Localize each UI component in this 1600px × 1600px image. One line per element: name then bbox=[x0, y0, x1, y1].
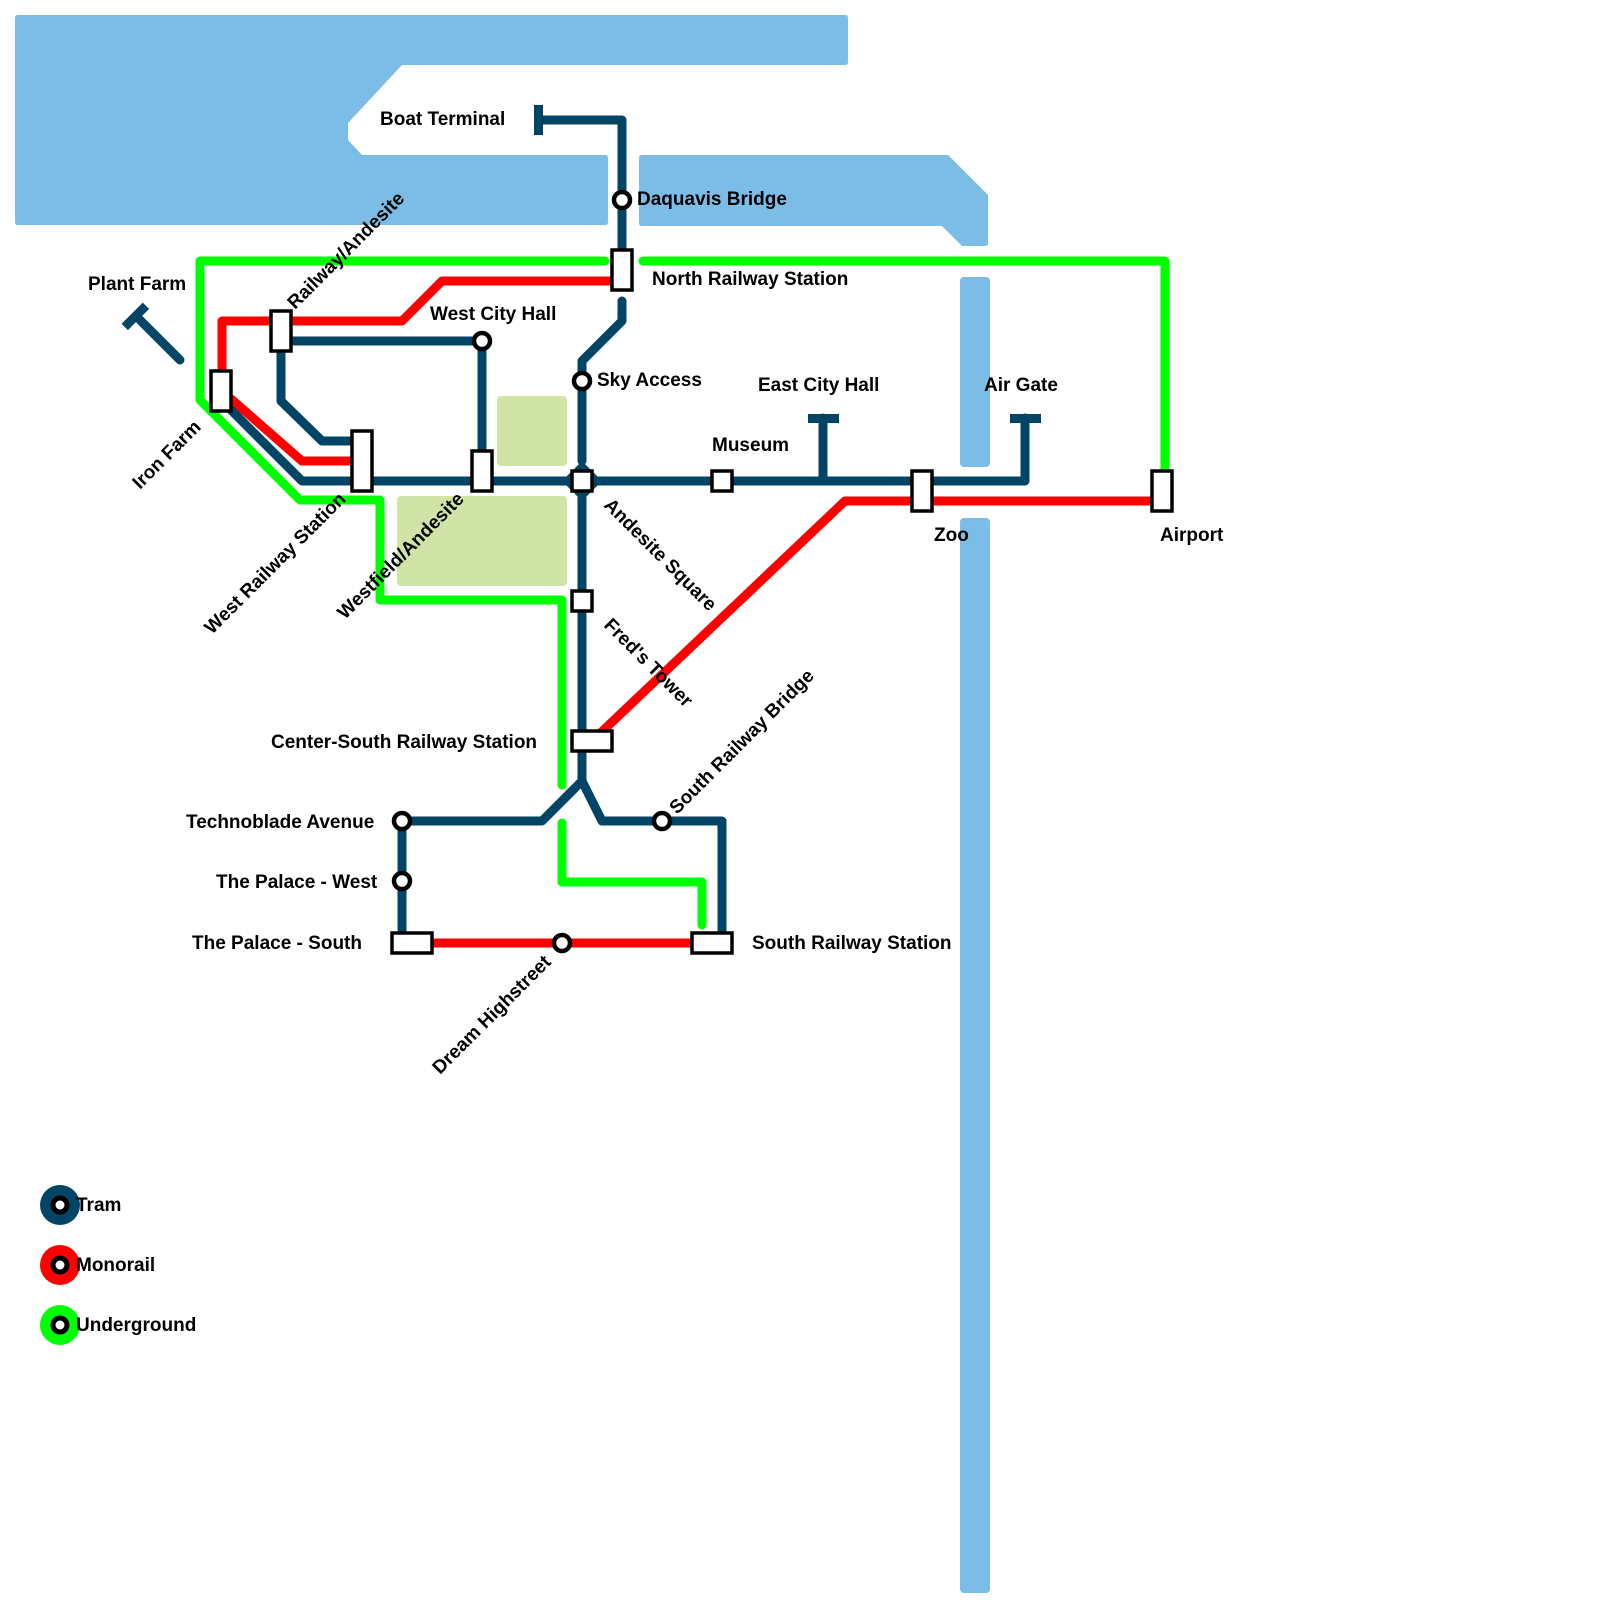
label-center-south-railway-station: Center-South Railway Station bbox=[271, 732, 537, 753]
tram-segment bbox=[397, 476, 587, 948]
station-railway-andesite[interactable] bbox=[269, 309, 293, 353]
station-north-railway-station[interactable] bbox=[610, 248, 634, 292]
label-andesite-square: Andesite Square bbox=[599, 495, 720, 616]
station-technoblade-avenue[interactable] bbox=[391, 810, 413, 832]
legend-label-tram: Tram bbox=[76, 1195, 121, 1216]
label-north-railway-station: North Railway Station bbox=[652, 269, 848, 290]
label-air-gate: Air Gate bbox=[984, 375, 1058, 396]
label-daquavis-bridge: Daquavis Bridge bbox=[637, 189, 787, 210]
park-layer bbox=[397, 396, 567, 586]
water-layer bbox=[15, 15, 990, 1593]
label-iron-farm: Iron Farm bbox=[129, 417, 206, 494]
station-daquavis-bridge[interactable] bbox=[611, 189, 633, 211]
tram-segment bbox=[217, 396, 1030, 486]
line-underground bbox=[195, 256, 1170, 930]
stations-layer bbox=[209, 189, 1174, 955]
labels-layer: Boat Terminal Daquavis Bridge North Rail… bbox=[88, 109, 1224, 1079]
water-east-bay bbox=[639, 155, 988, 246]
label-technoblade-avenue: Technoblade Avenue bbox=[186, 812, 374, 833]
monorail-segment bbox=[217, 276, 627, 466]
legend-item-tram: Tram bbox=[40, 1185, 121, 1225]
label-plant-farm: Plant Farm bbox=[88, 274, 186, 295]
label-airport: Airport bbox=[1160, 525, 1224, 546]
label-dream-highstreet: Dream Highstreet bbox=[429, 951, 556, 1078]
tram-segment bbox=[276, 336, 487, 466]
legend-item-underground: Underground bbox=[40, 1305, 196, 1345]
tram-terminus-boat-terminal bbox=[534, 105, 543, 135]
station-south-railway-station[interactable] bbox=[690, 931, 734, 955]
park-north bbox=[497, 396, 567, 466]
label-sky-access: Sky Access bbox=[597, 370, 702, 391]
underground-segment bbox=[557, 818, 707, 930]
station-sky-access[interactable] bbox=[571, 370, 593, 392]
legend-station-icon bbox=[50, 1195, 70, 1215]
underground-segment bbox=[195, 256, 610, 790]
park-south bbox=[397, 496, 567, 586]
label-west-railway-station: West Railway Station bbox=[201, 489, 351, 639]
station-zoo[interactable] bbox=[910, 469, 934, 513]
label-zoo: Zoo bbox=[934, 525, 969, 546]
water-bay bbox=[15, 15, 848, 225]
station-west-railway-station[interactable] bbox=[350, 429, 374, 493]
legend-label-underground: Underground bbox=[76, 1315, 196, 1336]
tram-segment bbox=[534, 115, 627, 266]
legend: Tram Monorail Underground bbox=[40, 1185, 196, 1345]
tram-segment bbox=[135, 315, 185, 365]
water-river-south bbox=[960, 518, 990, 1593]
station-iron-farm[interactable] bbox=[209, 369, 233, 413]
legend-label-monorail: Monorail bbox=[76, 1255, 155, 1276]
station-west-city-hall[interactable] bbox=[471, 330, 493, 352]
station-andesite-square[interactable] bbox=[570, 469, 594, 493]
tram-terminus-plant-farm bbox=[121, 302, 150, 331]
station-the-palace-south[interactable] bbox=[390, 931, 434, 955]
water-river-north bbox=[960, 277, 990, 467]
tram-terminus-air-gate bbox=[1010, 414, 1041, 423]
station-westfield-andesite[interactable] bbox=[470, 449, 494, 493]
tram-segment bbox=[577, 296, 627, 466]
label-freds-tower: Fred's Tower bbox=[599, 615, 696, 712]
station-museum[interactable] bbox=[710, 469, 734, 493]
station-dream-highstreet[interactable] bbox=[551, 932, 573, 954]
station-freds-tower[interactable] bbox=[570, 589, 594, 613]
label-the-palace-west: The Palace - West bbox=[216, 872, 378, 893]
tram-terminus-east-city-hall bbox=[808, 414, 839, 423]
station-center-south-railway-station[interactable] bbox=[570, 729, 614, 753]
label-south-railway-station: South Railway Station bbox=[752, 933, 952, 954]
station-airport[interactable] bbox=[1150, 469, 1174, 513]
legend-station-icon bbox=[50, 1255, 70, 1275]
legend-station-icon bbox=[50, 1315, 70, 1335]
legend-item-monorail: Monorail bbox=[40, 1245, 155, 1285]
tram-segment bbox=[276, 336, 367, 446]
label-east-city-hall: East City Hall bbox=[758, 375, 879, 396]
station-south-railway-bridge[interactable] bbox=[651, 810, 673, 832]
station-the-palace-west[interactable] bbox=[391, 870, 413, 892]
monorail-segment bbox=[587, 496, 1170, 746]
label-boat-terminal: Boat Terminal bbox=[380, 109, 505, 130]
label-museum: Museum bbox=[712, 435, 789, 456]
label-west-city-hall: West City Hall bbox=[430, 304, 556, 325]
underground-segment bbox=[638, 256, 1170, 480]
label-the-palace-south: The Palace - South bbox=[192, 933, 362, 954]
